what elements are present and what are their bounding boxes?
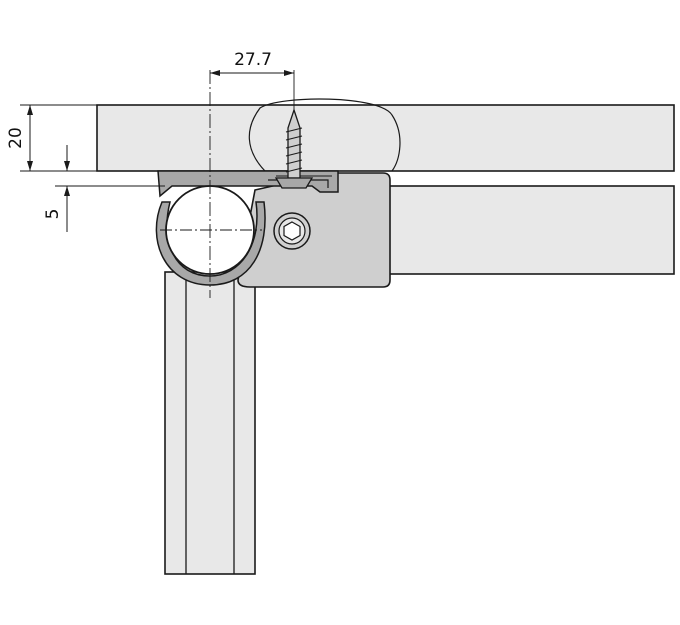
vertical-profile [164, 271, 256, 575]
dimension-label-5: 5 [43, 209, 63, 220]
dimension-label-27-7: 27.7 [234, 50, 272, 70]
hex-socket-screw [273, 212, 311, 250]
dimension-27-7: 27.7 [210, 50, 294, 76]
dimension-20: 20 [6, 104, 97, 172]
dimension-label-20: 20 [6, 127, 26, 149]
horizontal-profile [382, 185, 675, 275]
center-lines [209, 70, 295, 298]
tube-clamp-ring [155, 201, 266, 286]
top-plate [96, 98, 675, 172]
wood-screw [274, 107, 314, 189]
dimension-5: 5 [43, 145, 165, 232]
